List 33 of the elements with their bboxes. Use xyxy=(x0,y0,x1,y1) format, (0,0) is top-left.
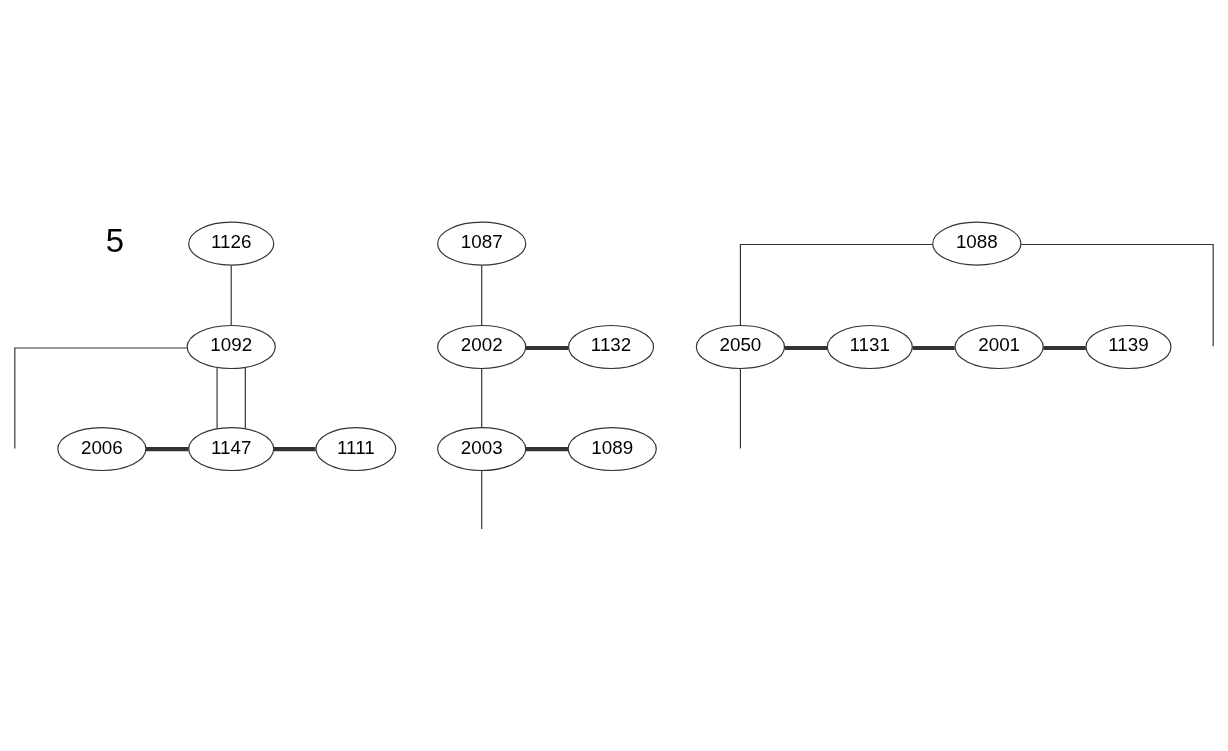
connector xyxy=(525,345,569,351)
label: 5 xyxy=(105,221,124,259)
connector xyxy=(1043,345,1086,351)
node-ellipse: 1089 xyxy=(567,426,657,472)
connector xyxy=(146,447,189,452)
connector xyxy=(230,264,232,326)
node-ellipse: 2002 xyxy=(437,324,527,370)
connector xyxy=(739,368,741,450)
connector xyxy=(481,368,483,428)
node-ellipse: 1132 xyxy=(568,324,655,370)
node-ellipse: 1087 xyxy=(437,221,527,266)
connector xyxy=(244,367,246,429)
node-ellipse: 1147 xyxy=(188,426,275,472)
connector xyxy=(912,345,955,351)
node-ellipse: 2006 xyxy=(57,426,147,472)
node-ellipse: 1139 xyxy=(1085,324,1172,370)
node-ellipse: 1092 xyxy=(186,324,276,370)
connector xyxy=(14,347,188,449)
node-ellipse: 1131 xyxy=(826,324,913,370)
connector xyxy=(481,264,483,326)
node-ellipse: 2003 xyxy=(437,426,527,472)
node-ellipse: 1088 xyxy=(932,221,1022,266)
node-ellipse: 1126 xyxy=(188,221,275,266)
node-ellipse: 2001 xyxy=(954,324,1044,370)
connector xyxy=(1020,243,1214,347)
connector xyxy=(525,447,569,452)
connector xyxy=(273,447,316,452)
node-ellipse: 1111 xyxy=(315,426,397,472)
connector xyxy=(216,367,218,429)
connector xyxy=(481,470,483,530)
connector xyxy=(784,345,828,351)
node-ellipse: 2050 xyxy=(695,324,786,370)
connector xyxy=(739,243,933,326)
